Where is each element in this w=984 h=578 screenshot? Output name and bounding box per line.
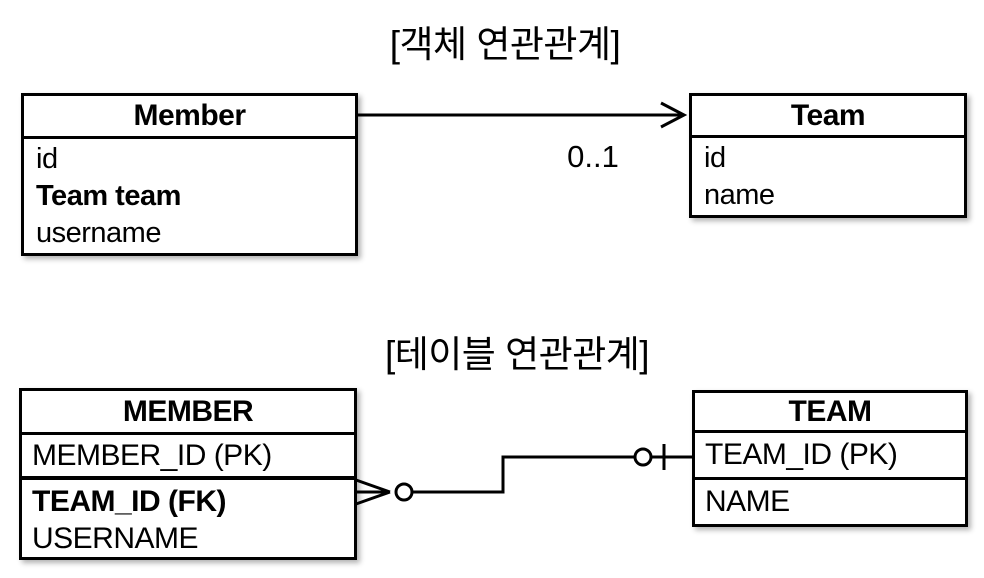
- member-table-box: MEMBER MEMBER_ID (PK) TEAM_ID (FK) USERN…: [19, 388, 357, 560]
- team-field-id: id: [704, 142, 726, 174]
- member-table-username-row: USERNAME: [32, 522, 199, 555]
- team-table-pk-row: TEAM_ID (PK): [695, 433, 965, 480]
- member-class-fields: id Team team username: [24, 139, 355, 252]
- object-diagram-title: [객체 연관관계]: [389, 24, 621, 65]
- member-table-body: TEAM_ID (FK) USERNAME: [22, 480, 354, 557]
- team-class-header: Team: [692, 96, 964, 138]
- team-table-box: TEAM TEAM_ID (PK) NAME: [692, 390, 968, 527]
- team-field-name: name: [704, 179, 775, 211]
- team-class-fields: id name: [692, 138, 964, 214]
- relationship-line: [412, 455, 634, 494]
- crows-foot-icon: [355, 478, 391, 494]
- member-field-team: Team team: [36, 180, 181, 212]
- multiplicity-label: 0..1: [567, 139, 619, 174]
- team-table-name-row: NAME: [705, 485, 790, 518]
- team-table-header: TEAM: [695, 393, 965, 433]
- member-class-header: Member: [24, 96, 355, 139]
- table-diagram-title: [테이블 연관관계]: [384, 334, 650, 375]
- member-field-username: username: [36, 217, 161, 249]
- optional-circle-icon: [394, 482, 414, 502]
- optional-circle-icon: [633, 447, 653, 467]
- crows-foot-icon: [355, 490, 391, 506]
- member-class-box: Member id Team team username: [21, 93, 358, 256]
- open-arrowhead-icon: [660, 101, 688, 129]
- team-class-box: Team id name: [689, 93, 967, 218]
- member-table-header: MEMBER: [22, 391, 354, 435]
- member-field-id: id: [36, 143, 58, 175]
- member-table-fk-row: TEAM_ID (FK): [32, 485, 226, 518]
- member-table-pk-row: MEMBER_ID (PK): [22, 435, 354, 480]
